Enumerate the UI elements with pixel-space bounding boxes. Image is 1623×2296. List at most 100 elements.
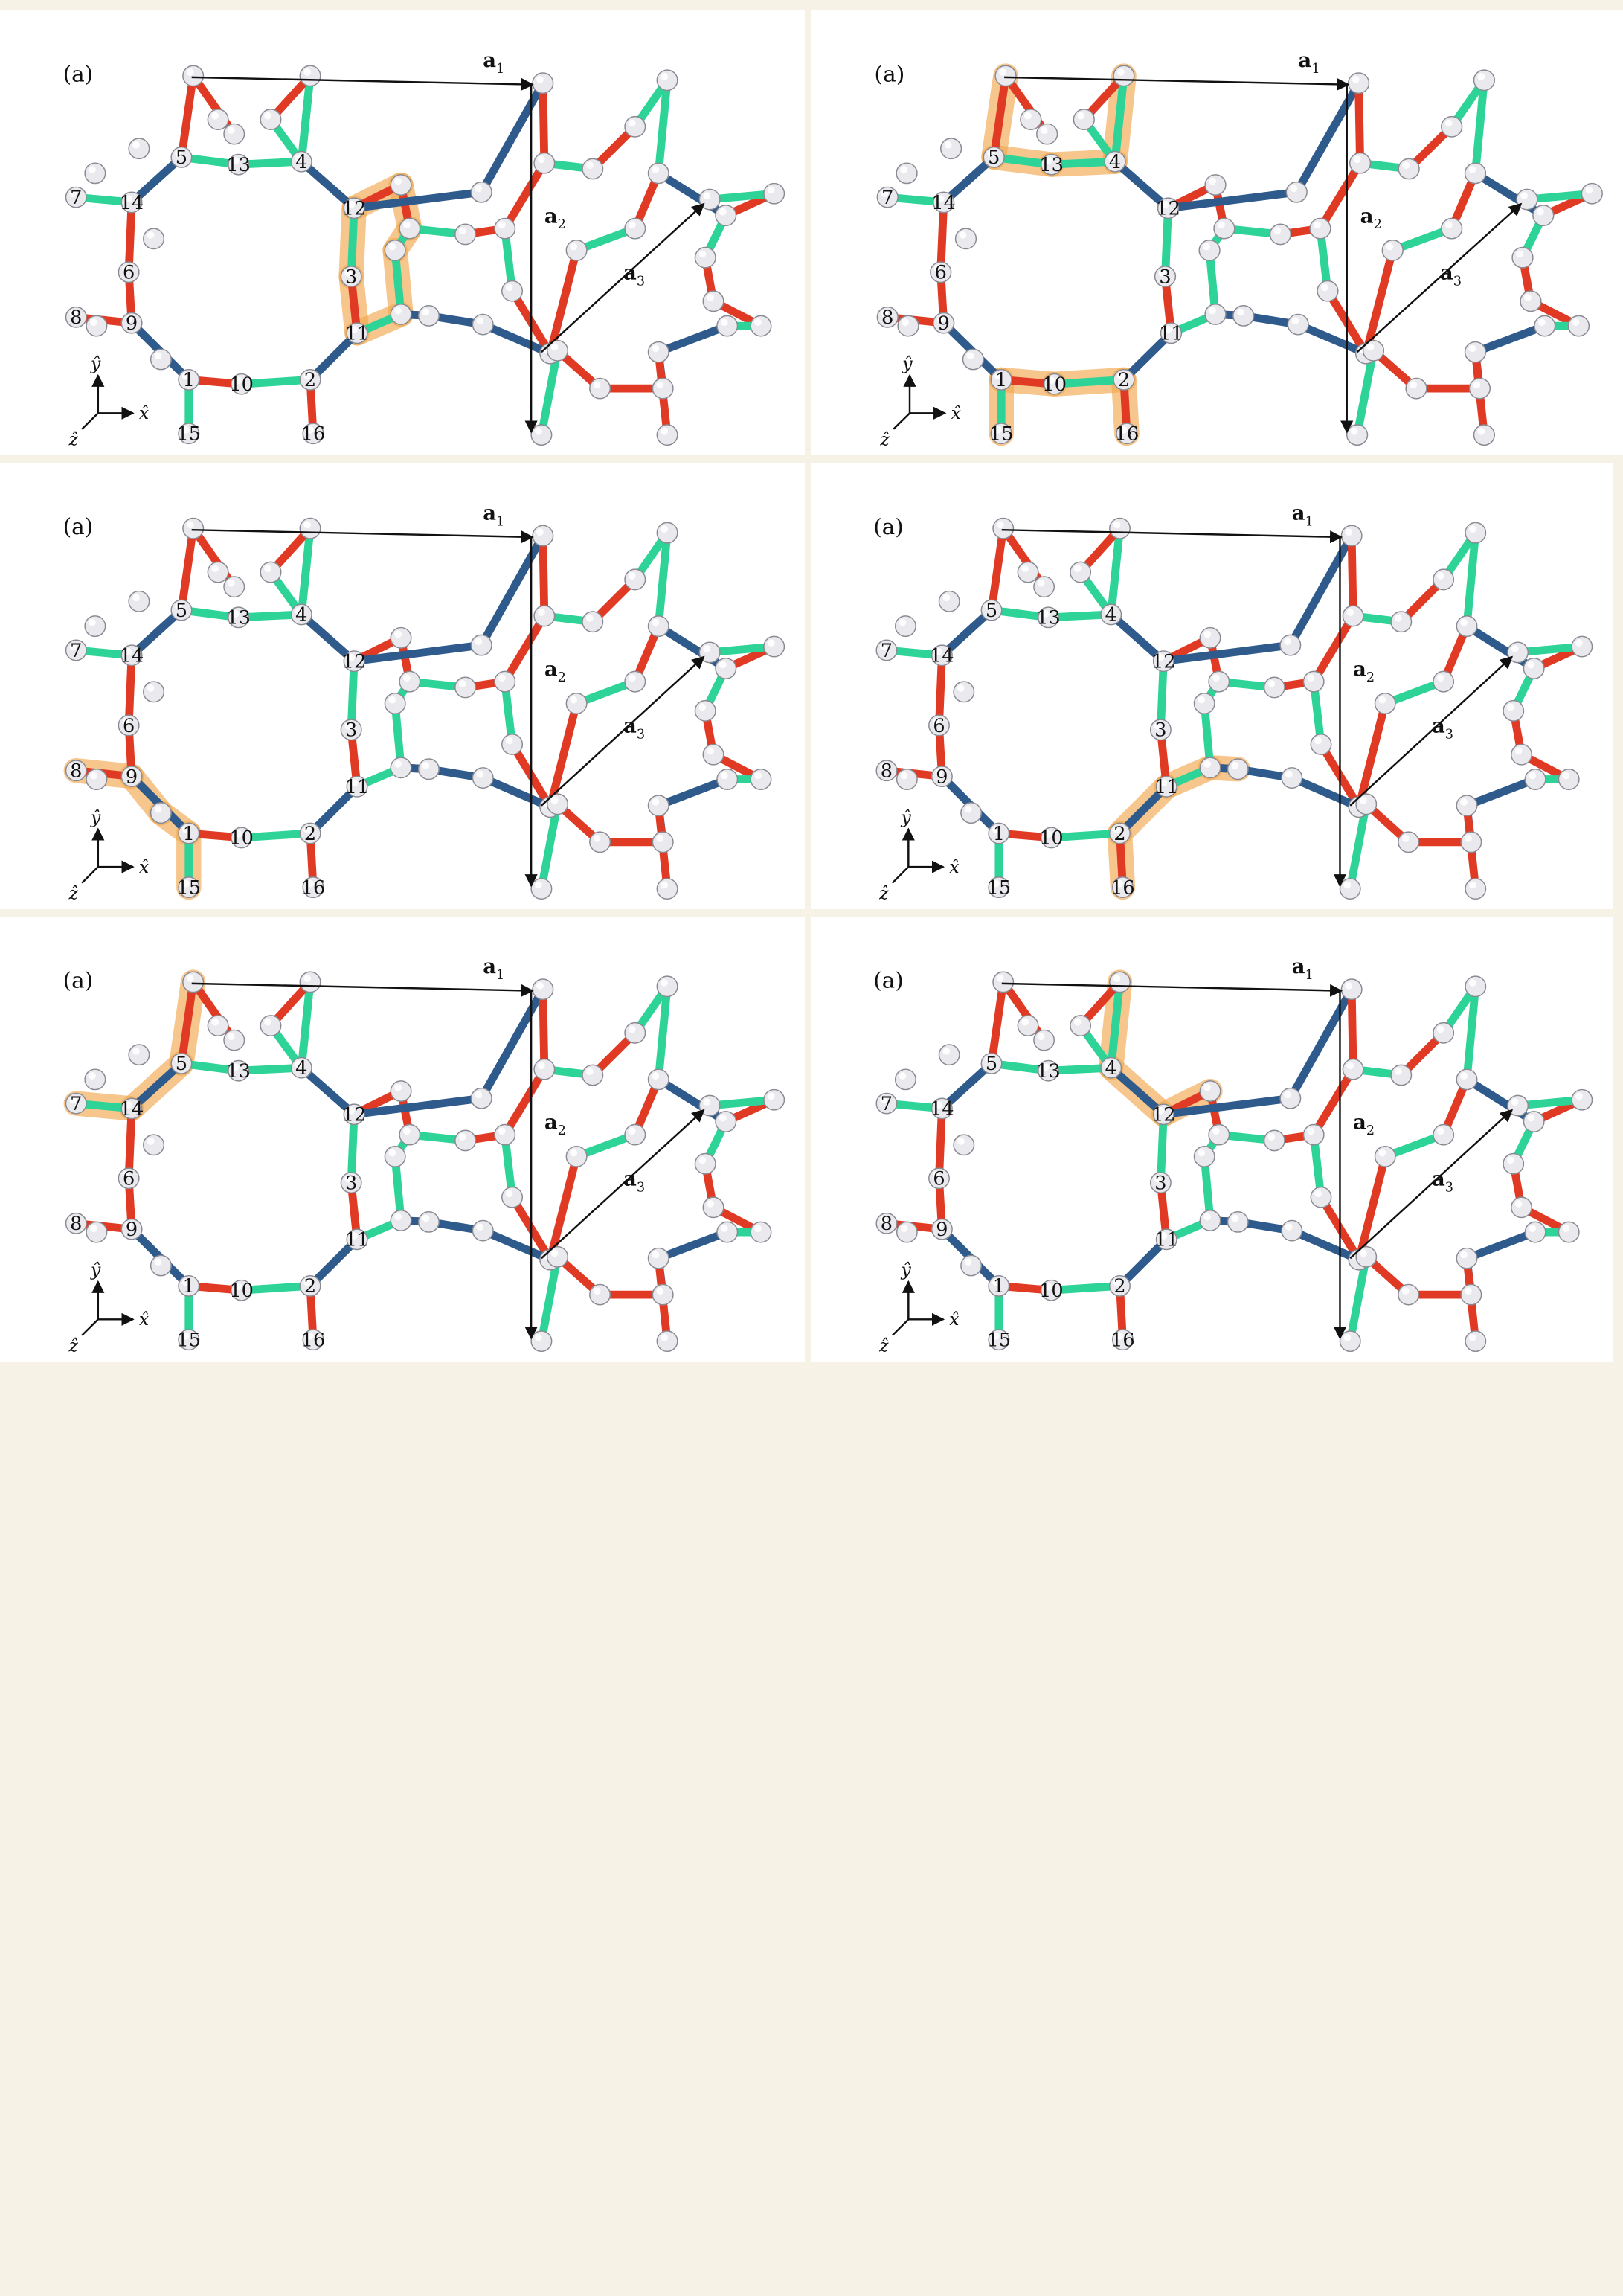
site-shine	[881, 190, 889, 198]
site-label-15: 15	[987, 876, 1011, 899]
site-shine	[1021, 1018, 1029, 1026]
bond-x	[1354, 699, 1389, 812]
bond-z	[306, 329, 361, 384]
site-shine	[1044, 157, 1052, 165]
site-shine	[628, 1127, 636, 1135]
bond-z	[1107, 1063, 1168, 1119]
bond-z	[1288, 1226, 1363, 1264]
site-shine	[147, 231, 155, 239]
site-shine	[476, 770, 484, 778]
site-shine	[661, 881, 669, 889]
lattice-site	[150, 802, 172, 824]
site-label-14: 14	[930, 645, 954, 667]
vector-a3-arrow	[1356, 202, 1523, 353]
lattice-site	[384, 240, 406, 261]
vector-a2-label: a2	[544, 657, 566, 685]
site-shine	[999, 68, 1007, 76]
site-shine	[1284, 1091, 1291, 1099]
lattice-site	[647, 1068, 669, 1091]
site-shine	[347, 653, 356, 661]
site-shine	[175, 150, 182, 158]
site-shine	[227, 579, 235, 587]
site-shine	[1044, 830, 1052, 838]
lattice-site	[1073, 109, 1095, 130]
lattice-site	[763, 182, 785, 205]
y-axis-label: ŷ	[901, 1260, 912, 1280]
site-shine	[944, 141, 952, 149]
site-shine	[181, 1278, 190, 1286]
lattice-site	[384, 693, 406, 714]
site-shine	[1465, 835, 1472, 842]
site-shine	[661, 427, 669, 435]
lattice-site	[624, 1022, 646, 1044]
lattice-site	[1456, 1247, 1478, 1269]
site-shine	[902, 318, 910, 327]
lattice-site	[1405, 377, 1427, 400]
lattice-site	[1558, 769, 1580, 790]
panel-label: (a)	[63, 514, 94, 539]
site-label-1: 1	[183, 823, 195, 845]
site-shine	[1161, 201, 1169, 208]
vector-a3-label: a3	[623, 714, 645, 743]
bond-y	[347, 1110, 359, 1187]
site-shine	[754, 318, 762, 327]
site-shine	[656, 381, 664, 389]
lattice-site	[1523, 1111, 1545, 1132]
site-shine	[767, 1092, 775, 1100]
lattice-site	[86, 1221, 108, 1243]
site-label-12: 12	[342, 198, 367, 220]
site-shine	[1203, 1083, 1212, 1091]
bond-y	[1050, 376, 1128, 388]
site-shine	[89, 772, 97, 780]
lattice-site	[652, 377, 674, 400]
site-shine	[458, 1133, 466, 1141]
axis-triad: x̂ŷẑ	[879, 353, 961, 449]
site-shine	[422, 1214, 430, 1222]
site-shine	[899, 618, 907, 626]
lattice-site	[1033, 1029, 1055, 1051]
site-shine	[1350, 427, 1358, 435]
lattice-site	[962, 348, 985, 371]
site-label-2: 2	[1113, 823, 1125, 845]
site-label-6: 6	[935, 262, 947, 284]
bond-z	[477, 985, 547, 1103]
site-shine	[1073, 1018, 1082, 1026]
lattice-site	[647, 795, 669, 817]
lattice-site	[1281, 1219, 1303, 1242]
site-shine	[1285, 770, 1293, 778]
site-shine	[536, 75, 544, 83]
lattice-site	[656, 1330, 678, 1353]
site-shine	[388, 1149, 396, 1157]
bond-z	[1286, 531, 1356, 650]
site-label-2: 2	[304, 369, 316, 391]
site-shine	[1410, 381, 1418, 389]
site-shine	[935, 769, 943, 777]
sites	[876, 65, 1603, 446]
site-shine	[1477, 427, 1485, 435]
site-shine	[1523, 294, 1532, 301]
site-shine	[1345, 981, 1353, 990]
site-label-1: 1	[183, 369, 195, 391]
site-shine	[388, 696, 396, 704]
site-label-6: 6	[123, 1168, 135, 1190]
site-shine	[295, 607, 303, 615]
axis-triad: x̂ŷẑ	[878, 1260, 959, 1356]
bond-z	[477, 531, 547, 650]
axis-triad: x̂ŷẑ	[68, 353, 149, 450]
vector-a3-arrow	[541, 202, 705, 353]
site-shine	[535, 427, 542, 435]
site-shine	[880, 763, 887, 771]
y-axis-label: ŷ	[90, 353, 101, 374]
site-shine	[132, 141, 140, 149]
site-shine	[1352, 75, 1360, 83]
site-shine	[295, 154, 303, 162]
site-shine	[347, 201, 356, 208]
site-shine	[992, 1332, 1000, 1340]
site-shine	[996, 521, 1004, 529]
site-shine	[1217, 221, 1225, 229]
